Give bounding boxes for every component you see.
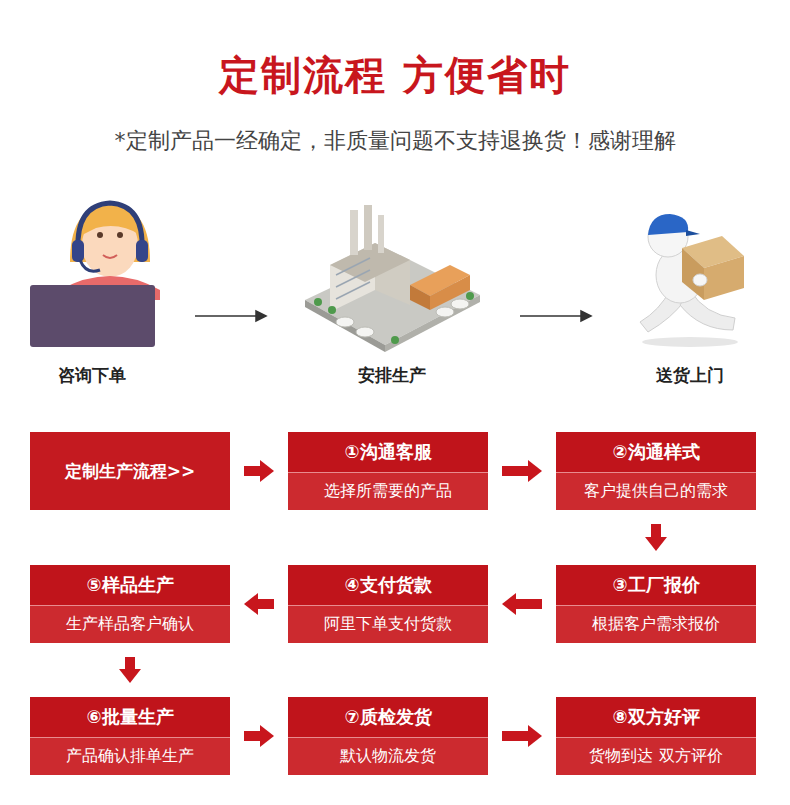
arrow-head xyxy=(260,725,274,747)
arrow-head xyxy=(528,725,542,747)
box-body-text: 阿里下单支付货款 xyxy=(324,614,452,635)
block-arrow xyxy=(502,460,542,482)
service-person xyxy=(30,203,160,347)
arrow-head xyxy=(502,593,516,615)
factory xyxy=(305,205,480,352)
arrow-shaft xyxy=(125,657,135,671)
step-label: 安排生产 xyxy=(358,364,426,387)
page-title: 定制流程 方便省时 xyxy=(0,48,790,103)
box-body: 客户提供自己的需求 xyxy=(556,472,756,510)
arrow-shaft xyxy=(502,731,530,741)
box-body-text: 客户提供自己的需求 xyxy=(584,481,728,502)
block-arrow xyxy=(244,460,274,482)
box-body-text: 产品确认排单生产 xyxy=(66,746,194,767)
box-heading: ⑧双方好评 xyxy=(556,697,756,737)
box-heading-text: ⑤样品生产 xyxy=(86,573,173,597)
block-arrow xyxy=(244,725,274,747)
box-body-text: 生产样品客户确认 xyxy=(66,614,194,635)
box-heading-text: ⑦质检发货 xyxy=(344,705,431,729)
process-box: ①沟通客服选择所需要的产品 xyxy=(288,432,488,510)
box-heading-text: ③工厂报价 xyxy=(612,573,699,597)
delivery-man xyxy=(640,214,744,347)
box-body: 货物到达 双方评价 xyxy=(556,737,756,775)
box-body: 产品确认排单生产 xyxy=(30,737,230,775)
box-heading: ⑥批量生产 xyxy=(30,697,230,737)
box-body-text: 选择所需要的产品 xyxy=(324,481,452,502)
box-title-text: 定制生产流程>> xyxy=(65,460,196,483)
arrow-shaft xyxy=(244,731,262,741)
laptop xyxy=(30,285,155,347)
arrow-head xyxy=(528,460,542,482)
process-box: ⑤样品生产生产样品客户确认 xyxy=(30,565,230,643)
box-body: 阿里下单支付货款 xyxy=(288,605,488,643)
box-title: 定制生产流程>> xyxy=(30,432,230,510)
process-box: 定制生产流程>> xyxy=(30,432,230,510)
box-heading-text: ①沟通客服 xyxy=(344,440,431,464)
process-box: ⑧双方好评货物到达 双方评价 xyxy=(556,697,756,775)
box-heading-text: ②沟通样式 xyxy=(612,440,699,464)
block-arrow xyxy=(645,524,667,551)
box-body-text: 货物到达 双方评价 xyxy=(589,746,722,767)
box-heading: ①沟通客服 xyxy=(288,432,488,472)
box-heading-text: ⑧双方好评 xyxy=(612,705,699,729)
box-body: 生产样品客户确认 xyxy=(30,605,230,643)
flow-arrow xyxy=(195,311,591,321)
note-text: *定制产品一经确定，非质量问题不支持退换货！感谢理解 xyxy=(115,126,676,156)
process-box: ⑥批量生产产品确认排单生产 xyxy=(30,697,230,775)
box-body: 选择所需要的产品 xyxy=(288,472,488,510)
process-box: ⑦质检发货默认物流发货 xyxy=(288,697,488,775)
box-heading-text: ④支付货款 xyxy=(344,573,431,597)
arrow-head xyxy=(244,593,258,615)
arrow-shaft xyxy=(502,466,530,476)
arrow-shaft xyxy=(514,599,542,609)
box-heading: ②沟通样式 xyxy=(556,432,756,472)
step-label: 咨询下单 xyxy=(58,364,126,387)
process-box: ③工厂报价根据客户需求报价 xyxy=(556,565,756,643)
block-arrow xyxy=(502,593,542,615)
box-body: 默认物流发货 xyxy=(288,737,488,775)
box-body-text: 默认物流发货 xyxy=(340,746,436,767)
box-body-text: 根据客户需求报价 xyxy=(592,614,720,635)
arrow-shaft xyxy=(244,466,262,476)
box-heading: ③工厂报价 xyxy=(556,565,756,605)
step-label: 送货上门 xyxy=(656,364,724,387)
block-arrow xyxy=(119,657,141,683)
process-box: ④支付货款阿里下单支付货款 xyxy=(288,565,488,643)
arrow-shaft xyxy=(256,599,274,609)
arrow-head xyxy=(260,460,274,482)
box-heading: ④支付货款 xyxy=(288,565,488,605)
box-heading: ⑦质检发货 xyxy=(288,697,488,737)
box-heading: ⑤样品生产 xyxy=(30,565,230,605)
arrow-head xyxy=(645,537,667,551)
block-arrow xyxy=(502,725,542,747)
arrow-shaft xyxy=(651,524,661,539)
process-box: ②沟通样式客户提供自己的需求 xyxy=(556,432,756,510)
box-body: 根据客户需求报价 xyxy=(556,605,756,643)
arrow-head xyxy=(119,669,141,683)
block-arrow xyxy=(244,593,274,615)
box-heading-text: ⑥批量生产 xyxy=(86,705,173,729)
